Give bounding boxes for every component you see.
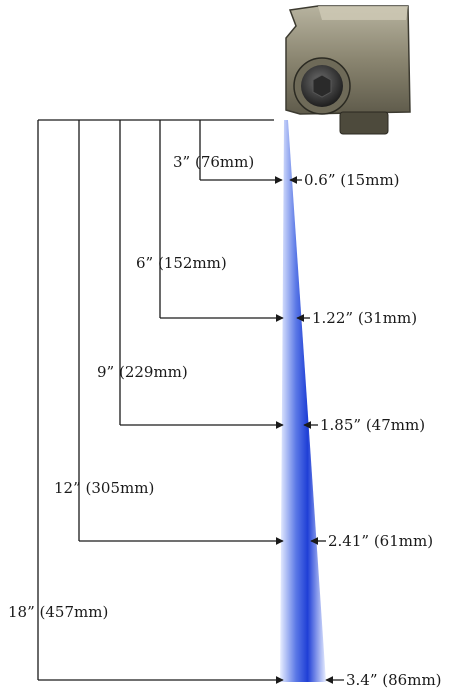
width-label-12in: 2.41” (61mm) [328,532,433,550]
laser-emitter-icon [285,5,411,135]
distance-label-9in: 9” (229mm) [97,363,188,381]
distance-label-12in: 12” (305mm) [54,479,154,497]
width-label-6in: 1.22” (31mm) [312,309,417,327]
distance-label-6in: 6” (152mm) [136,254,227,272]
dimension-lines [37,120,344,684]
width-label-9in: 1.85” (47mm) [320,416,425,434]
width-label-18in: 3.4” (86mm) [346,671,442,689]
laser-beam [280,120,326,682]
distance-label-3in: 3” (76mm) [173,153,254,171]
distance-label-18in: 18” (457mm) [8,603,108,621]
width-label-3in: 0.6” (15mm) [304,171,400,189]
